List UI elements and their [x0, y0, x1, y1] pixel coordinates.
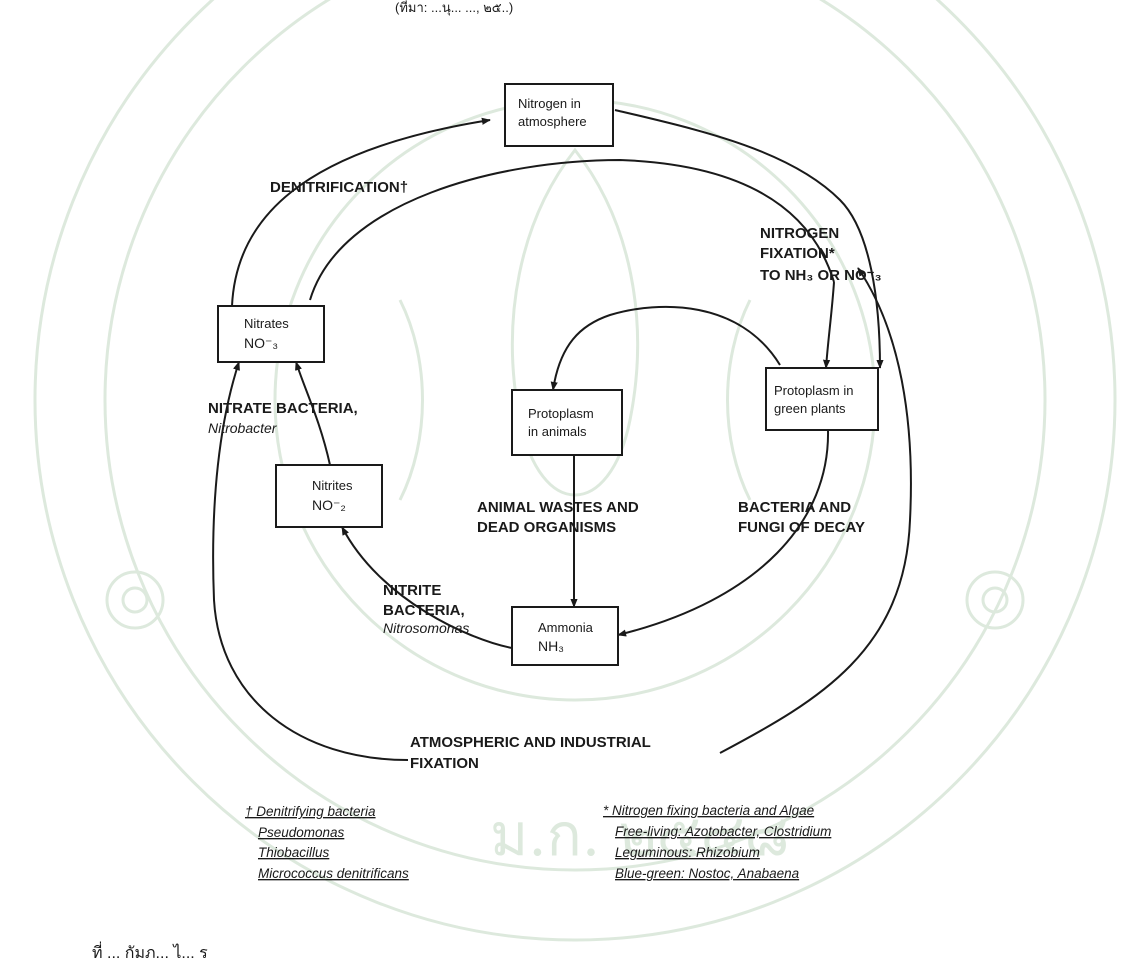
arrow-atm-fixation-outer: [719, 267, 912, 754]
arrow-fixation-to-nitrates: [212, 361, 409, 761]
arrow-to-animals: [550, 305, 781, 391]
svg-text:atmosphere: atmosphere: [518, 114, 587, 129]
svg-text:NITROGEN: NITROGEN: [760, 225, 839, 242]
svg-text:BACTERIA,: BACTERIA,: [383, 602, 465, 619]
arrow-ammonia-to-nitrites: [341, 526, 513, 649]
node-ammonia: Ammonia NH₃: [511, 606, 619, 666]
svg-text:Pseudomonas: Pseudomonas: [258, 825, 345, 840]
svg-text:Protoplasm in: Protoplasm in: [774, 383, 853, 398]
arrow-nitrites-to-nitrates: [295, 361, 331, 466]
svg-text:FIXATION: FIXATION: [410, 755, 479, 772]
svg-text:Free-living: Azotobacter, Clos: Free-living: Azotobacter, Clostridium: [615, 824, 831, 839]
arrow-denitrification: [231, 117, 491, 307]
svg-text:FUNGI OF DECAY: FUNGI OF DECAY: [738, 519, 865, 536]
node-nitrates: Nitrates NO⁻₃: [217, 305, 325, 363]
node-animals: Protoplasm in animals: [511, 389, 623, 456]
flow-arrows: [212, 109, 912, 761]
bottom-caption: ที่ ... กัมภ... ไ... ร: [92, 941, 208, 962]
svg-text:BACTERIA AND: BACTERIA AND: [738, 499, 851, 516]
svg-text:NO⁻₂: NO⁻₂: [312, 497, 346, 513]
svg-text:Blue-green: Nostoc, Anabaena: Blue-green: Nostoc, Anabaena: [615, 866, 800, 881]
svg-text:ATMOSPHERIC AND INDUSTRIAL: ATMOSPHERIC AND INDUSTRIAL: [410, 734, 651, 751]
svg-text:Nitrosomonas: Nitrosomonas: [383, 620, 469, 636]
svg-text:FIXATION*: FIXATION*: [760, 245, 835, 262]
arrow-decay: [617, 429, 830, 637]
arrow-to-plants: [822, 281, 835, 369]
svg-text:NITRATE BACTERIA,: NITRATE BACTERIA,: [208, 400, 358, 417]
svg-text:NH₃: NH₃: [538, 638, 564, 654]
label-atmospheric-fixation: ATMOSPHERIC AND INDUSTRIAL FIXATION: [410, 734, 651, 772]
label-decay: BACTERIA AND FUNGI OF DECAY: [738, 499, 865, 536]
footnote-nitrogen-fixing: * Nitrogen fixing bacteria and Algae Fre…: [603, 803, 831, 881]
label-denitrification: DENITRIFICATION†: [270, 179, 408, 196]
svg-text:TO NH₃ OR NO⁻₃: TO NH₃ OR NO⁻₃: [760, 267, 882, 284]
svg-text:Thiobacillus: Thiobacillus: [258, 845, 330, 860]
svg-text:ANIMAL WASTES AND: ANIMAL WASTES AND: [477, 499, 639, 516]
svg-text:NITRITE: NITRITE: [383, 582, 441, 599]
svg-text:green plants: green plants: [774, 401, 846, 416]
svg-text:Protoplasm: Protoplasm: [528, 406, 594, 421]
svg-text:Nitrates: Nitrates: [244, 316, 289, 331]
top-caption: (ที่มา: ...นุ... ..., ๒๕..): [395, 0, 513, 16]
svg-text:in animals: in animals: [528, 424, 587, 439]
svg-text:NO⁻₃: NO⁻₃: [244, 335, 278, 351]
university-seal-watermark: ม.ก. ๒๕๔๘: [33, 0, 1117, 942]
svg-text:Nitrobacter: Nitrobacter: [208, 420, 278, 436]
label-nitrite-bacteria: NITRITE BACTERIA, Nitrosomonas: [383, 582, 469, 636]
svg-text:* Nitrogen fixing bacteria and: * Nitrogen fixing bacteria and Algae: [603, 803, 814, 818]
svg-text:† Denitrifying bacteria: † Denitrifying bacteria: [245, 804, 376, 819]
svg-text:DEAD ORGANISMS: DEAD ORGANISMS: [477, 519, 616, 536]
svg-text:Nitrites: Nitrites: [312, 478, 353, 493]
node-plants: Protoplasm in green plants: [765, 367, 879, 431]
footnote-denitrifying: † Denitrifying bacteria Pseudomonas Thio…: [245, 804, 409, 881]
node-nitrites: Nitrites NO⁻₂: [275, 464, 383, 528]
label-animal-wastes: ANIMAL WASTES AND DEAD ORGANISMS: [477, 499, 639, 536]
svg-text:Nitrogen in: Nitrogen in: [518, 96, 581, 111]
svg-text:Micrococcus denitrificans: Micrococcus denitrificans: [258, 866, 409, 881]
label-nitrogen-fixation: NITROGEN FIXATION* TO NH₃ OR NO⁻₃: [760, 225, 882, 284]
svg-text:Leguminous: Rhizobium: Leguminous: Rhizobium: [615, 845, 760, 860]
svg-text:Ammonia: Ammonia: [538, 620, 594, 635]
flower-emblem-right: [965, 570, 1025, 630]
flower-emblem-left: [105, 570, 165, 630]
node-atmosphere: Nitrogen in atmosphere: [504, 83, 614, 147]
arrow-fixation-inner: [309, 158, 835, 301]
watermark-bottom-text: ม.ก. ๒๕๔๘: [490, 801, 789, 869]
label-nitrate-bacteria: NITRATE BACTERIA, Nitrobacter: [208, 400, 358, 436]
